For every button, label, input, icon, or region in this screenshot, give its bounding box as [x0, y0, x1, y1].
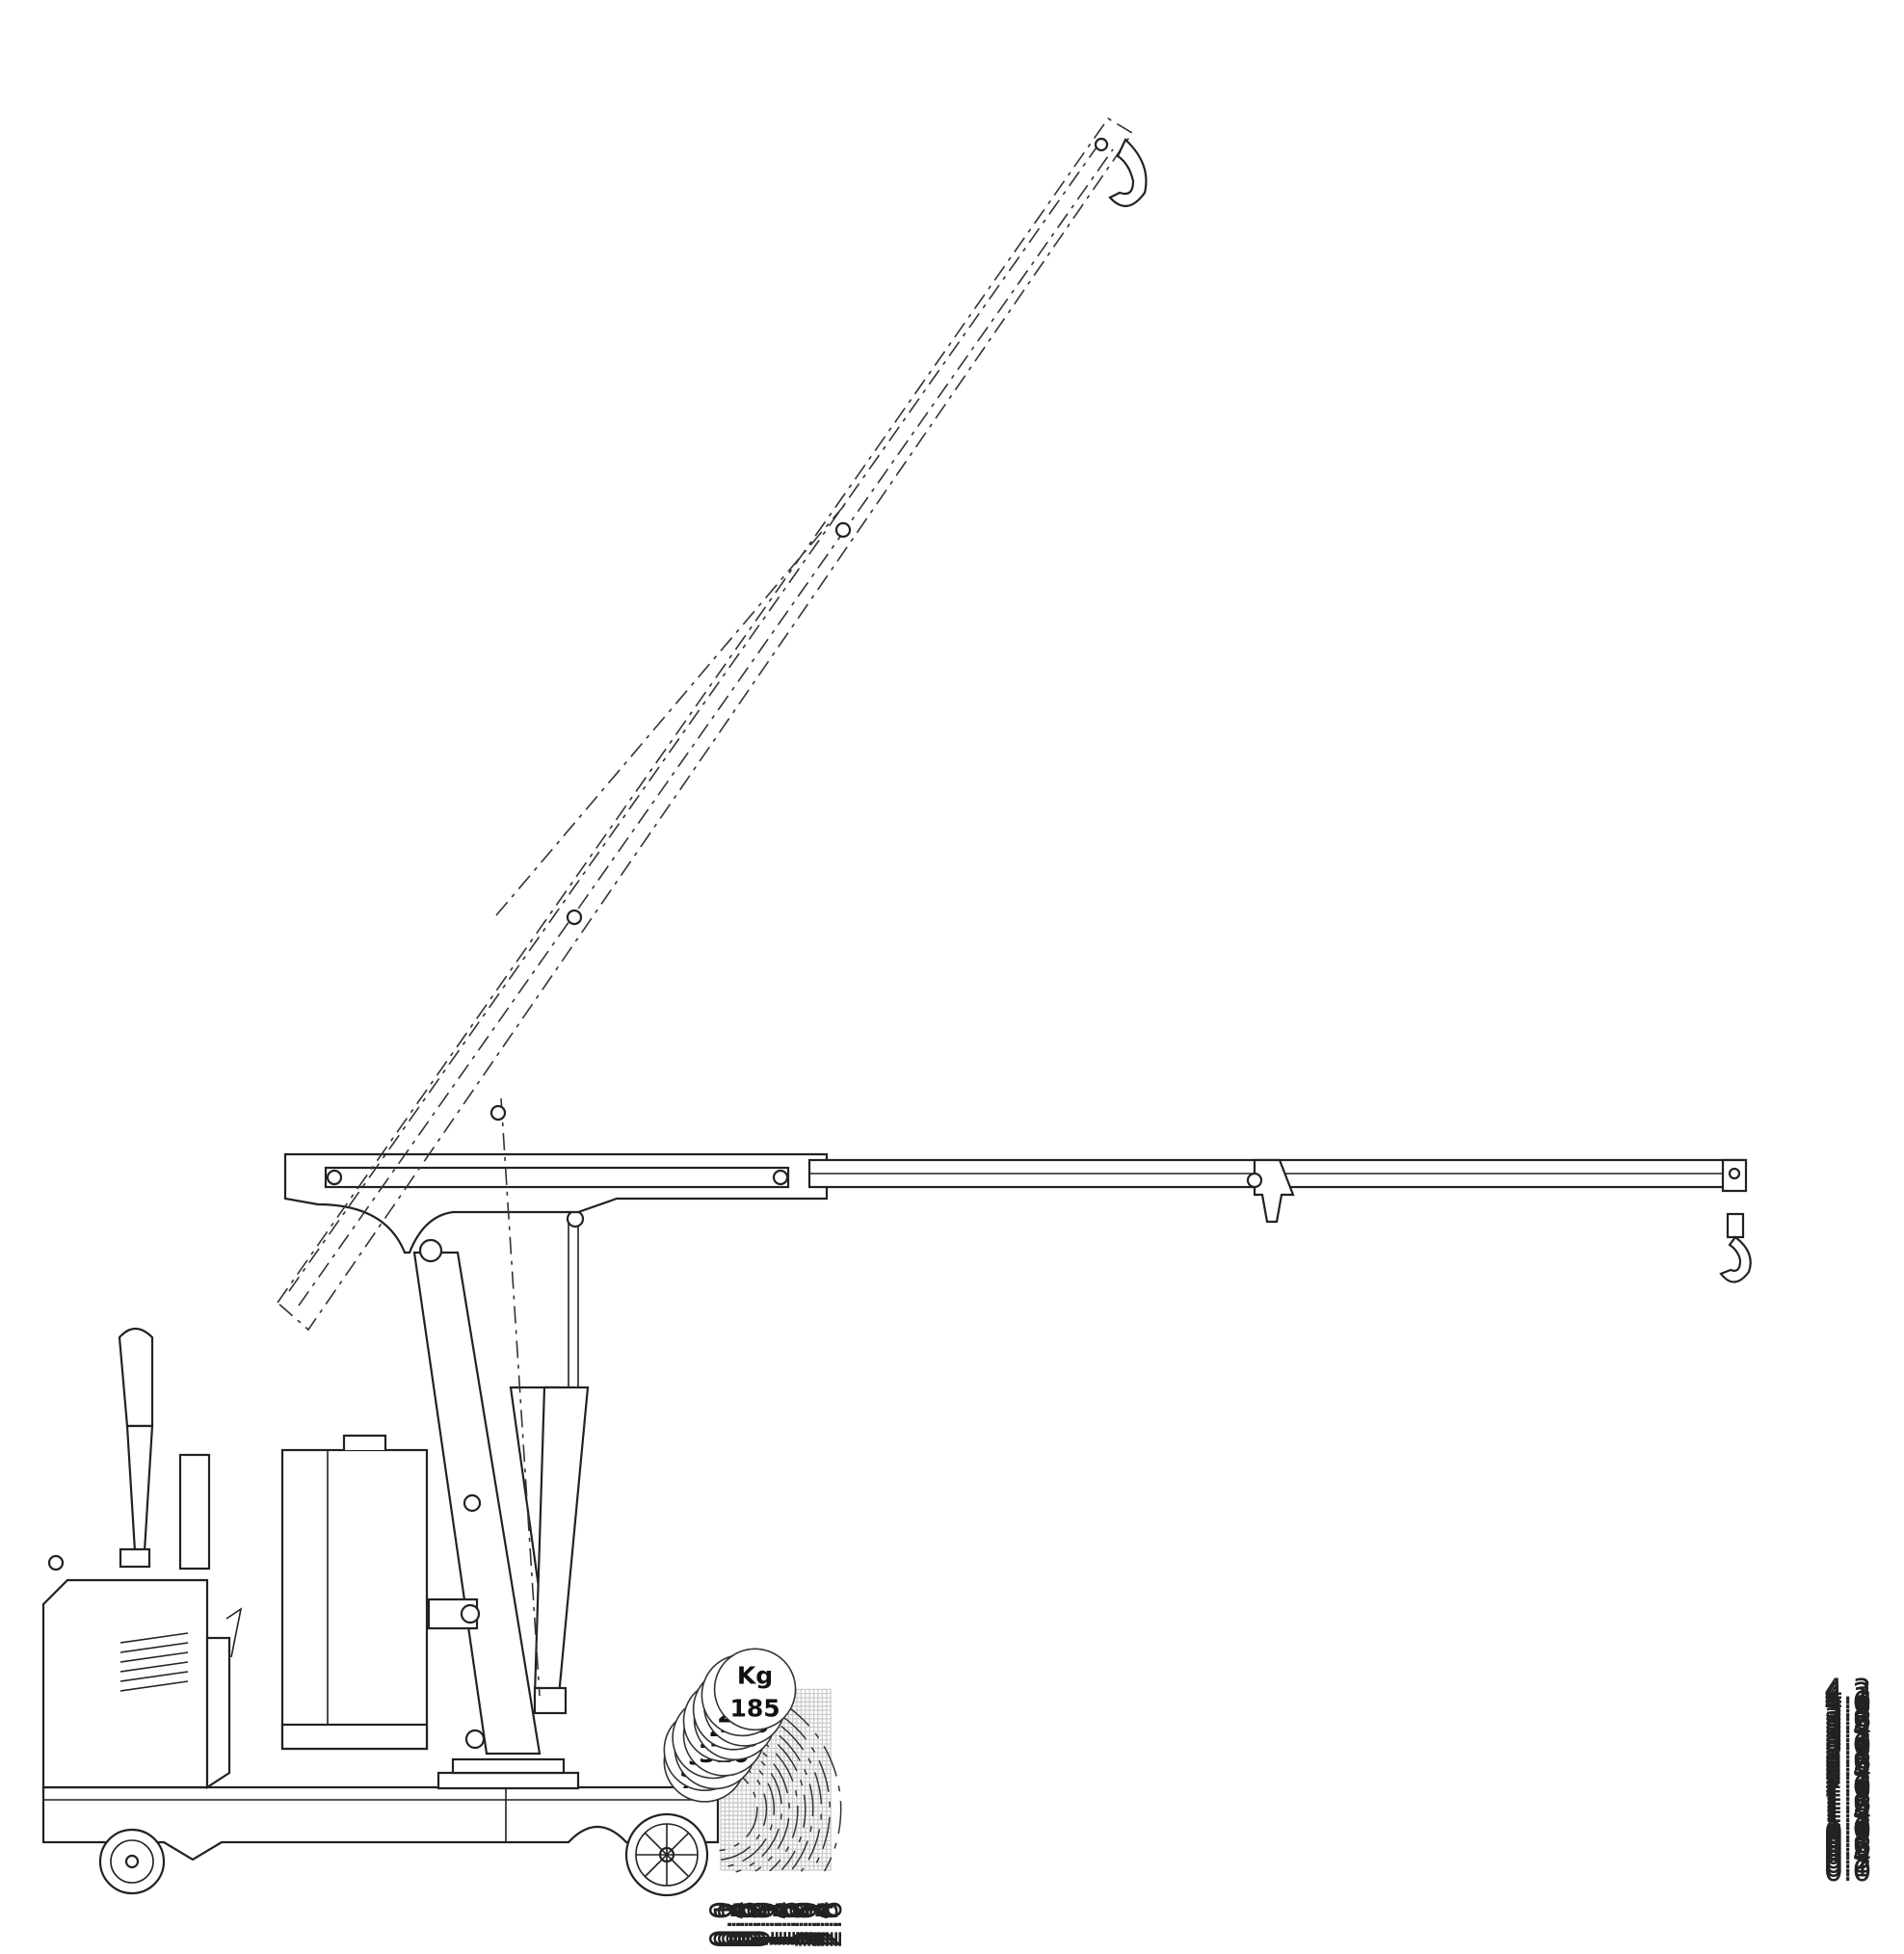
- y-tick-label: 3.9: [1824, 1690, 1871, 1725]
- y-tick-label: 0.9: [1824, 1816, 1871, 1851]
- x-tick-label: 2.6: [814, 1901, 849, 1948]
- y-tick-label: 0.6: [1824, 1829, 1871, 1863]
- y-tick-label: 3.3: [1824, 1715, 1871, 1750]
- lifting-hook-icon: [1719, 1212, 1752, 1283]
- y-tick-label: 2.1: [1824, 1765, 1871, 1800]
- battery-box: [280, 1434, 429, 1751]
- x-tick-label: 0.7: [734, 1901, 769, 1948]
- x-tick-label: 1.8: [780, 1901, 815, 1948]
- x-tick-label: 1.1: [751, 1901, 785, 1948]
- y-tick-label: 1.4: [1824, 1795, 1871, 1830]
- x-tick-label: 2.3: [802, 1901, 836, 1948]
- x-tick-label: 1.7: [777, 1901, 811, 1948]
- y-tick-label: 4.0: [1824, 1685, 1871, 1720]
- capacity-labels: Kg750Kg540Kg450Kg380Kg320Kg285Kg260Kg240…: [663, 1648, 797, 1803]
- x-tick-label: 0.2: [713, 1901, 748, 1948]
- y-tick-label: 1.0: [1824, 1811, 1871, 1846]
- x-axis-ticks: 0.00.10.20.30.40.50.60.70.80.91.01.11.21…: [704, 1901, 849, 1948]
- y-tick-label: 0.7: [1824, 1824, 1871, 1859]
- x-tick-label: 1.0: [747, 1901, 781, 1948]
- y-tick-label: 4.1: [1824, 1681, 1871, 1716]
- y-tick-label: 3.4: [1824, 1711, 1871, 1746]
- control-box: [41, 1554, 231, 1790]
- y-tick-label: 0.2: [1824, 1845, 1871, 1880]
- x-tick-label: 0.6: [729, 1901, 764, 1948]
- capacity-value: 185: [729, 1694, 780, 1722]
- x-tick-label: 1.6: [772, 1901, 807, 1948]
- capacity-unit: Kg: [737, 1661, 773, 1689]
- y-tick-label: 3.2: [1824, 1719, 1871, 1754]
- y-tick-label: 0.0: [1824, 1854, 1871, 1888]
- y-tick-label: 1.6: [1824, 1786, 1871, 1821]
- reach-arc: [726, 1719, 807, 1870]
- x-tick-label: 2.2: [798, 1901, 833, 1948]
- x-tick-label: 1.5: [768, 1901, 803, 1948]
- x-tick-label: 1.9: [784, 1901, 819, 1948]
- tiller-handle-icon: [118, 1327, 243, 1658]
- crane-drawing: [41, 117, 1752, 1897]
- y-tick-label: 2.7: [1824, 1740, 1871, 1775]
- y-tick-label: 2.3: [1824, 1757, 1871, 1792]
- y-tick-label: 1.5: [1824, 1791, 1871, 1826]
- y-tick-label: 3.0: [1824, 1728, 1871, 1762]
- hydraulic-cylinder: [509, 1209, 590, 1715]
- x-tick-label: 1.3: [759, 1901, 794, 1948]
- y-tick-label: 1.1: [1824, 1808, 1871, 1842]
- capacity-bubble: Kg 185: [713, 1648, 797, 1731]
- x-tick-label: 2.5: [810, 1901, 845, 1948]
- reach-arc: [728, 1695, 832, 1870]
- chassis: [41, 1757, 720, 1862]
- x-tick-label: 0.8: [738, 1901, 773, 1948]
- y-tick-label: 0.1: [1824, 1850, 1871, 1885]
- reach-arc: [727, 1703, 823, 1872]
- reach-arc: [727, 1711, 814, 1870]
- y-tick-label: 0.8: [1824, 1820, 1871, 1855]
- x-tick-label: 2.0: [789, 1901, 824, 1948]
- reach-arc: [730, 1683, 842, 1872]
- y-tick-label: 1.3: [1824, 1799, 1871, 1834]
- x-tick-label: 1.4: [763, 1901, 798, 1948]
- y-tick-label: 4.3: [1824, 1673, 1871, 1707]
- x-tick-label: 0.3: [717, 1901, 752, 1948]
- y-tick-label: 4.2: [1824, 1677, 1871, 1712]
- y-tick-label: 3.6: [1824, 1703, 1871, 1737]
- x-tick-label: 0.0: [704, 1901, 739, 1948]
- wheel-icon: [98, 1812, 709, 1897]
- x-tick-label: 0.5: [726, 1901, 760, 1948]
- y-tick-label: 2.0: [1824, 1770, 1871, 1805]
- y-tick-label: 1.9: [1824, 1774, 1871, 1809]
- mast: [412, 1251, 542, 1756]
- x-tick-label: 1.2: [755, 1901, 790, 1948]
- y-tick-label: 3.8: [1824, 1694, 1871, 1729]
- y-tick-label: 0.3: [1824, 1841, 1871, 1876]
- y-tick-label: 3.5: [1824, 1706, 1871, 1741]
- y-tick-label: 2.9: [1824, 1731, 1871, 1766]
- y-tick-label: 3.1: [1824, 1724, 1871, 1758]
- x-tick-label: 0.4: [722, 1901, 756, 1948]
- y-tick-label: 2.6: [1824, 1745, 1871, 1780]
- x-tick-label: 0.9: [743, 1901, 778, 1948]
- y-tick-label: 3.7: [1824, 1698, 1871, 1732]
- x-tick-label: 2.4: [806, 1901, 840, 1948]
- capacity-circle: [713, 1648, 797, 1731]
- x-tick-label: 2.1: [793, 1901, 828, 1948]
- y-tick-label: 1.7: [1824, 1782, 1871, 1817]
- y-axis-ticks: 0.00.10.20.30.40.50.60.70.80.91.01.11.21…: [1824, 1673, 1871, 1888]
- y-tick-label: 0.4: [1824, 1837, 1871, 1872]
- boom-horizontal: [283, 1152, 1748, 1263]
- y-tick-label: 2.4: [1824, 1753, 1871, 1787]
- x-tick-label: 0.1: [708, 1901, 743, 1948]
- y-tick-label: 1.8: [1824, 1778, 1871, 1812]
- y-tick-label: 2.5: [1824, 1749, 1871, 1783]
- y-tick-label: 2.8: [1824, 1736, 1871, 1771]
- y-tick-label: 2.2: [1824, 1761, 1871, 1796]
- y-tick-label: 0.5: [1824, 1833, 1871, 1867]
- y-tick-label: 1.2: [1824, 1804, 1871, 1838]
- boom-raised-outline: [276, 117, 1148, 1697]
